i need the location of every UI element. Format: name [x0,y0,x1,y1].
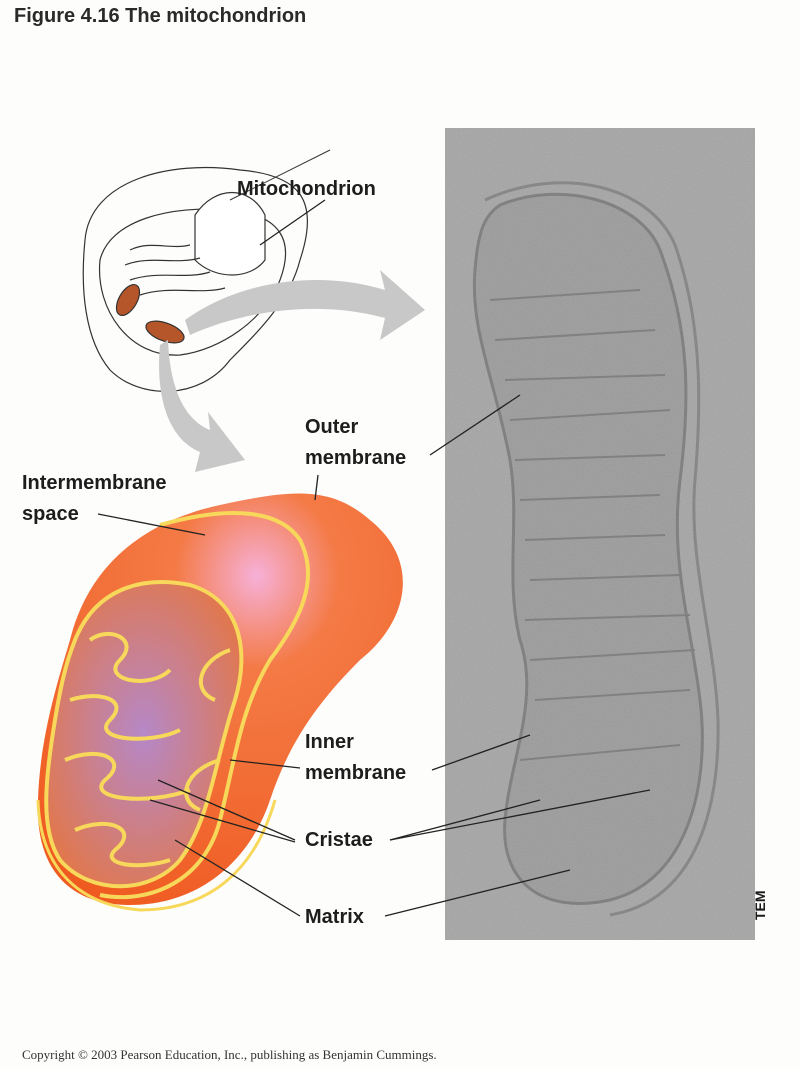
mitochondrion-drawing [36,493,403,912]
label-line: membrane [305,447,407,469]
label-outer-membrane: Outer membrane [305,412,406,474]
label-line: Intermembrane [22,472,167,494]
label-line: Outer [305,416,359,438]
arrow-to-tem [185,270,425,340]
label-line: membrane [305,762,407,784]
copyright-notice: Copyright © 2003 Pearson Education, Inc.… [22,1047,437,1062]
label-line: space [22,503,79,525]
tem-micrograph [445,128,755,940]
label-tem: TEM [752,890,768,920]
arrow-to-drawing [159,340,245,472]
label-intermembrane-space: Intermembrane space [22,468,167,530]
label-line: Inner [305,731,354,753]
figure-title: Figure 4.16 The mitochondrion [14,5,307,27]
label-cristae: Cristae [305,829,373,851]
leader-lines [97,199,651,917]
label-mitochondrion: Mitochondrion [237,178,376,200]
label-matrix: Matrix [305,906,364,928]
label-inner-membrane: Inner membrane [305,727,406,789]
